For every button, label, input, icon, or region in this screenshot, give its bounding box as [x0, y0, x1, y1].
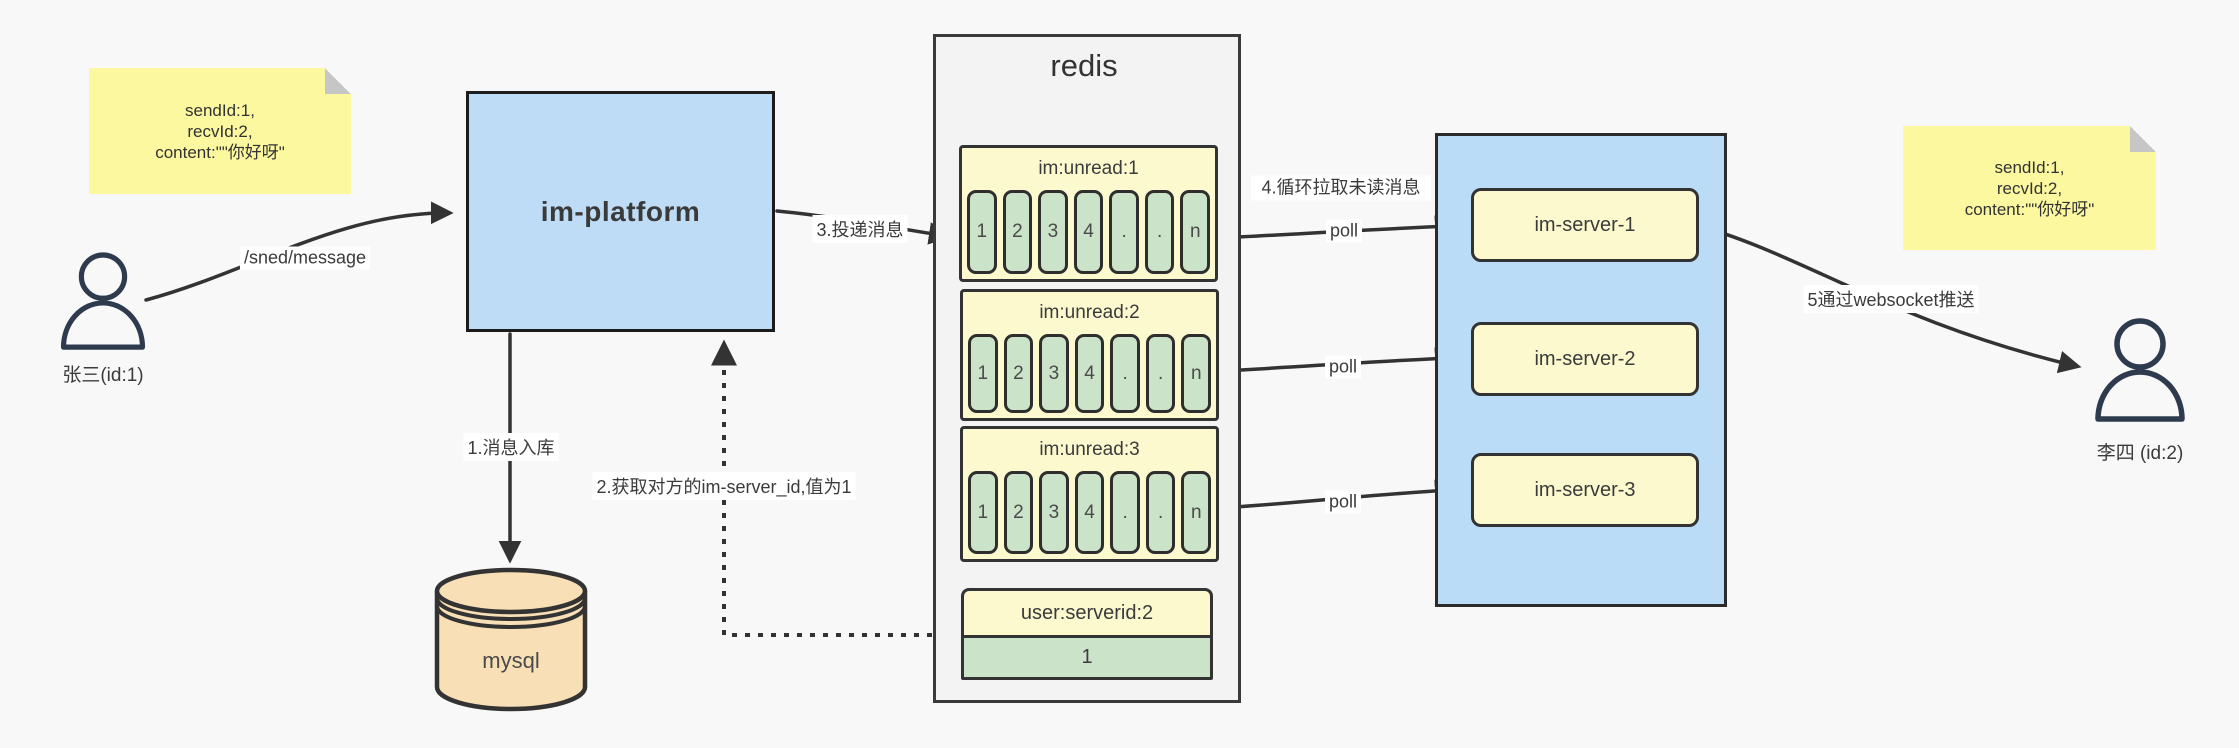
label-store-db: 1.消息入库: [463, 433, 559, 461]
label-poll-2: poll: [1324, 355, 1362, 379]
left-sticky-note: sendId:1, recvId:2, content:""你好呀": [89, 68, 351, 194]
queue-cell: .: [1110, 334, 1140, 413]
receiver-user-icon: [2090, 314, 2190, 428]
im-platform-label: im-platform: [540, 195, 701, 227]
queue-cell: 2: [1003, 471, 1034, 554]
queue-cell: 3: [1039, 334, 1069, 413]
note-fold-icon: [325, 68, 351, 94]
queue-header: im:unread:3: [1039, 439, 1140, 460]
queue-cell: 2: [1002, 190, 1033, 274]
im-server-2-label: im-server-2: [1534, 347, 1636, 370]
note-line: recvId:2,: [1996, 178, 2063, 198]
queue-cell: 4: [1074, 334, 1105, 413]
kv-header: user:serverid:2: [1020, 601, 1154, 624]
label-pull-unread: 4.循环拉取未读消息: [1251, 175, 1431, 201]
queue-cell: 1: [967, 190, 997, 274]
queue-cell: 2: [1003, 334, 1034, 413]
queue-im-unread-3: im:unread:3 1 2 3 4 . . n: [960, 426, 1219, 562]
queue-cells: 1 2 3 4 . . n: [967, 190, 1211, 274]
queue-cell: .: [1145, 334, 1176, 413]
queue-cells: 1 2 3 4 . . n: [968, 471, 1212, 554]
note-line: sendId:1,: [1994, 157, 2065, 177]
queue-cell: .: [1110, 471, 1140, 554]
queue-cell: n: [1181, 471, 1212, 554]
queue-cell: 1: [968, 471, 998, 554]
queue-cell: .: [1109, 190, 1139, 274]
kv-value: 1: [964, 635, 1210, 677]
label-websocket-push: 5通过websocket推送: [1803, 285, 1979, 313]
im-server-1-node: im-server-1: [1471, 188, 1699, 262]
mysql-database-icon: [433, 566, 589, 714]
sender-user-label: 张三(id:1): [62, 365, 144, 386]
queue-cells: 1 2 3 4 . . n: [968, 334, 1212, 413]
mysql-label: mysql: [482, 648, 540, 673]
im-server-2-node: im-server-2: [1471, 322, 1699, 396]
sender-user-icon: [56, 246, 150, 358]
im-server-3-node: im-server-3: [1471, 453, 1699, 527]
im-servers-container: im-server-1 im-server-2 im-server-3: [1435, 133, 1727, 607]
queue-cell: 4: [1074, 471, 1105, 554]
note-line: sendId:1,: [185, 100, 255, 120]
label-poll-3: poll: [1324, 490, 1362, 514]
queue-cell: n: [1180, 190, 1211, 274]
right-sticky-note: sendId:1, recvId:2, content:""你好呀": [1903, 126, 2156, 250]
kv-user-serverid: user:serverid:2 1: [961, 588, 1213, 680]
queue-cell: 1: [968, 334, 998, 413]
queue-cell: 4: [1073, 190, 1104, 274]
queue-cell: 3: [1039, 471, 1069, 554]
note-line: recvId:2,: [187, 121, 253, 141]
im-server-1-label: im-server-1: [1534, 213, 1636, 236]
im-server-3-label: im-server-3: [1534, 478, 1636, 501]
queue-cell: .: [1145, 471, 1176, 554]
label-deliver-message: 3.投递消息: [812, 215, 908, 243]
queue-cell: n: [1181, 334, 1212, 413]
queue-header: im:unread:2: [1039, 302, 1140, 323]
queue-header: im:unread:1: [1038, 158, 1139, 179]
note-fold-icon: [2130, 126, 2156, 152]
label-poll-1: poll: [1325, 219, 1363, 243]
note-line: content:""你好呀": [155, 142, 285, 162]
queue-cell: .: [1144, 190, 1175, 274]
redis-title: redis: [1050, 48, 1118, 83]
queue-im-unread-1: im:unread:1 1 2 3 4 . . n: [959, 145, 1218, 282]
label-get-serverid: 2.获取对方的im-server_id,值为1: [592, 472, 856, 500]
queue-cell: 3: [1038, 190, 1068, 274]
label-send-message: /sned/message: [239, 246, 371, 270]
note-line: content:""你好呀": [1964, 199, 2095, 219]
receiver-user-label: 李四 (id:2): [2096, 443, 2184, 464]
queue-im-unread-2: im:unread:2 1 2 3 4 . . n: [960, 289, 1219, 421]
im-platform-node: im-platform: [466, 91, 775, 332]
